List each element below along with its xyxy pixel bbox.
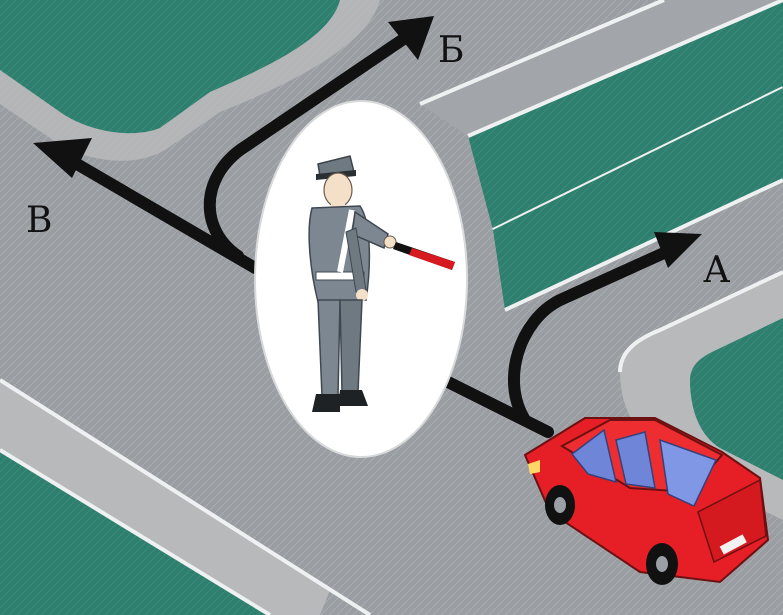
arrow-a-icon — [507, 242, 681, 426]
lane-line-top-right-1 — [419, 0, 665, 106]
grass-top-right-upper — [420, 0, 783, 136]
label-v: В — [26, 200, 52, 241]
traffic-officer-icon — [308, 155, 455, 412]
arrow-b-head — [388, 16, 434, 60]
lane-line-bottom-left-2 — [0, 448, 272, 615]
arrow-a-stem — [442, 376, 554, 438]
grass-bottom-right — [690, 318, 783, 480]
arrow-b-icon — [203, 32, 411, 262]
label-a: А — [703, 250, 730, 291]
lane-line-right-4 — [504, 178, 783, 312]
lane-line-bottom-left-1 — [0, 378, 372, 615]
label-b: Б — [438, 30, 464, 71]
curb-bottom-right — [618, 270, 783, 373]
grass-top-right — [468, 0, 783, 230]
grass-right-strip — [493, 88, 783, 310]
arrow-a-head — [654, 232, 702, 268]
lane-line-top-right-2 — [467, 0, 783, 138]
sidewalk-top-left — [0, 0, 380, 161]
arrow-v-head — [33, 138, 92, 178]
grass-top-left — [0, 0, 340, 134]
car-icon — [523, 417, 770, 585]
